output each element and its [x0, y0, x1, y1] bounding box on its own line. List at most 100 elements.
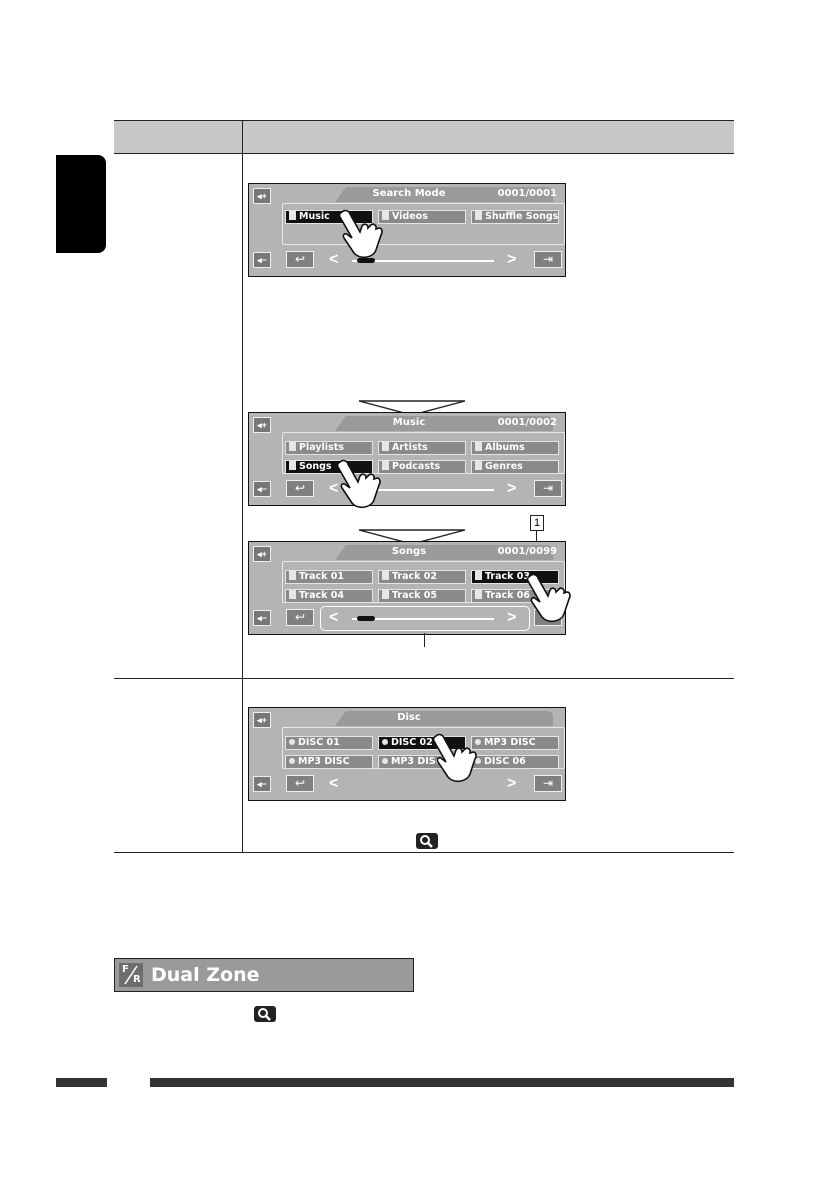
music-file-icon — [382, 211, 389, 220]
back-button[interactable]: ↩ — [286, 775, 314, 792]
list-item[interactable]: Podcasts — [378, 460, 466, 474]
title-tab — [335, 545, 553, 560]
disc-icon — [475, 739, 481, 745]
flow-arrow-icon — [358, 400, 466, 416]
music-file-icon — [475, 442, 482, 451]
scroll-bar-highlight — [320, 606, 530, 631]
list-area: DISC 01 DISC 02 MP3 DISC MP3 DISC MP3 DI… — [282, 727, 565, 769]
flow-arrow-icon — [358, 529, 466, 545]
list-item[interactable]: Track 05 — [378, 589, 466, 603]
footer-bar-left — [56, 1078, 107, 1087]
page-counter: 0001/0001 — [497, 188, 557, 199]
volume-up-button[interactable]: ◂+ — [253, 546, 271, 562]
prev-arrow-icon[interactable]: < — [329, 480, 339, 497]
back-button[interactable]: ↩ — [286, 251, 314, 268]
title-tab — [335, 416, 553, 431]
list-item[interactable]: Albums — [471, 441, 559, 455]
exit-button[interactable]: ⇥ — [534, 251, 562, 268]
music-file-icon — [382, 590, 389, 599]
list-item[interactable]: MP3 DISC — [285, 755, 373, 769]
volume-up-button[interactable]: ◂+ — [253, 188, 271, 204]
list-item[interactable]: Track 04 — [285, 589, 373, 603]
screen-title: Music — [392, 417, 426, 428]
pointing-hand-icon — [338, 209, 383, 259]
music-file-icon — [289, 461, 296, 470]
disc-icon — [475, 758, 481, 764]
list-item[interactable]: MP3 DISC — [471, 736, 559, 750]
music-file-icon — [475, 571, 482, 580]
scroll-slider-knob[interactable] — [357, 258, 375, 263]
side-language-tab — [56, 155, 106, 253]
title-tab — [335, 711, 553, 726]
volume-down-button[interactable]: ◂− — [253, 776, 271, 792]
title-tab — [335, 187, 553, 202]
scroll-slider-track[interactable] — [352, 618, 494, 620]
volume-down-button[interactable]: ◂− — [253, 610, 271, 626]
next-arrow-icon[interactable]: > — [507, 775, 517, 792]
footer-bar-right — [150, 1078, 734, 1087]
table-column-divider — [242, 120, 243, 853]
screen-music: Music 0001/0002 ◂+ Playlists Artists Alb… — [248, 412, 566, 506]
pointing-hand-icon — [526, 573, 571, 623]
table-header — [114, 120, 734, 154]
disc-icon — [382, 758, 388, 764]
callout-number: 1 — [530, 515, 544, 531]
list-area: Playlists Artists Albums Songs Podcasts … — [282, 432, 565, 474]
volume-up-button[interactable]: ◂+ — [253, 417, 271, 433]
prev-arrow-icon[interactable]: < — [329, 609, 339, 626]
list-item[interactable]: Playlists — [285, 441, 373, 455]
music-file-icon — [382, 442, 389, 451]
music-file-icon — [289, 442, 296, 451]
volume-down-button[interactable]: ◂− — [253, 481, 271, 497]
list-item[interactable]: Shuffle Songs — [471, 210, 559, 224]
music-file-icon — [475, 590, 482, 599]
scroll-slider-track[interactable] — [352, 260, 494, 262]
list-item[interactable]: Track 01 — [285, 570, 373, 584]
front-rear-icon: F R — [119, 963, 143, 987]
music-file-icon — [382, 461, 389, 470]
exit-button[interactable]: ⇥ — [534, 480, 562, 497]
next-arrow-icon[interactable]: > — [507, 251, 517, 268]
list-item[interactable]: Genres — [471, 460, 559, 474]
music-file-icon — [475, 211, 482, 220]
list-item[interactable]: DISC 06 — [471, 755, 559, 769]
disc-icon — [382, 739, 388, 745]
music-file-icon — [289, 590, 296, 599]
disc-icon — [289, 739, 295, 745]
next-arrow-icon[interactable]: > — [507, 609, 517, 626]
music-file-icon — [382, 571, 389, 580]
prev-arrow-icon[interactable]: < — [329, 775, 339, 792]
screen-title: Disc — [397, 712, 421, 723]
back-button[interactable]: ↩ — [286, 609, 314, 626]
scroll-slider-knob[interactable] — [357, 616, 375, 621]
section-title: Dual Zone — [151, 964, 260, 986]
scroll-slider-track[interactable] — [352, 489, 494, 491]
table-bottom-border — [114, 852, 734, 853]
list-area: Music Videos Shuffle Songs — [282, 203, 565, 245]
list-item[interactable]: Track 02 — [378, 570, 466, 584]
music-file-icon — [475, 461, 482, 470]
list-item[interactable]: Videos — [378, 210, 466, 224]
list-area: Track 01 Track 02 Track 03 Track 04 Trac… — [282, 561, 565, 603]
music-file-icon — [289, 571, 296, 580]
prev-arrow-icon[interactable]: < — [329, 251, 339, 268]
screen-title: Songs — [391, 546, 427, 557]
back-button[interactable]: ↩ — [286, 480, 314, 497]
search-icon — [254, 1006, 276, 1022]
disc-icon — [289, 758, 295, 764]
page-counter: 0001/0002 — [497, 417, 557, 428]
screen-disc: Disc ◂+ DISC 01 DISC 02 MP3 DISC MP3 DIS… — [248, 707, 566, 801]
volume-down-button[interactable]: ◂− — [253, 252, 271, 268]
search-icon — [416, 833, 438, 849]
section-banner: F R Dual Zone — [114, 958, 414, 992]
volume-up-button[interactable]: ◂+ — [253, 712, 271, 728]
next-arrow-icon[interactable]: > — [507, 480, 517, 497]
slider-leader-line — [424, 633, 425, 647]
page-counter: 0001/0099 — [497, 546, 557, 557]
callout-leader-line — [536, 530, 537, 542]
exit-button[interactable]: ⇥ — [534, 775, 562, 792]
screen-songs: Songs 0001/0099 ◂+ Track 01 Track 02 Tra… — [248, 541, 566, 635]
list-item[interactable]: Artists — [378, 441, 466, 455]
list-item[interactable]: DISC 01 — [285, 736, 373, 750]
table-row-divider — [114, 678, 734, 679]
